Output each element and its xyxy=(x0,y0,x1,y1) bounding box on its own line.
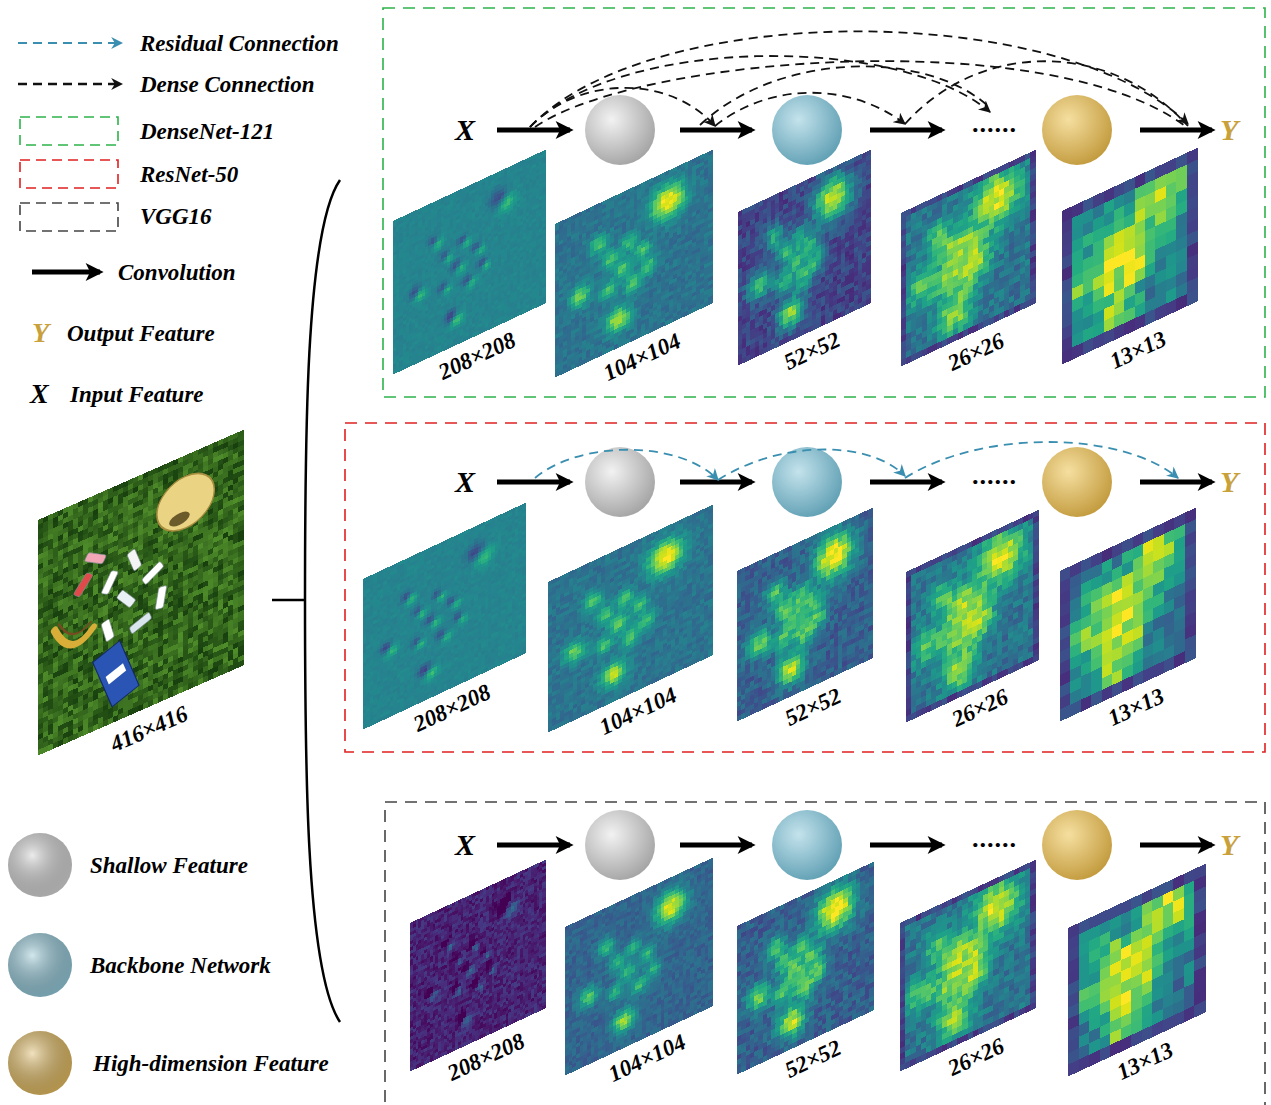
feature-map: 208×208 xyxy=(393,150,545,374)
vgg-panel xyxy=(385,802,1265,1105)
dense-sample xyxy=(18,83,122,86)
residual-connection xyxy=(718,449,905,480)
resnet-panel xyxy=(345,423,1265,752)
dense-connection xyxy=(700,66,990,125)
feature-heatmap xyxy=(393,150,546,375)
dense-connection xyxy=(715,93,905,126)
residual-connection xyxy=(905,442,1178,478)
densenet-sample xyxy=(20,117,118,145)
bracket xyxy=(305,180,340,1022)
densenet-row xyxy=(497,95,1212,165)
residual-connection xyxy=(535,450,718,480)
resnet-sample xyxy=(20,160,118,188)
dense-connections xyxy=(530,31,1188,127)
dense-connection xyxy=(535,61,1185,127)
resnet-row xyxy=(497,447,1212,517)
dense-connection xyxy=(530,31,1188,127)
vgg-sample xyxy=(20,203,118,231)
residual-sample xyxy=(18,42,122,44)
dense-connection xyxy=(530,56,990,127)
convolution-sample xyxy=(32,270,100,275)
dense-connection xyxy=(530,88,715,127)
dense-connection xyxy=(905,61,1188,126)
residual-connections xyxy=(535,442,1178,480)
bracket-stem xyxy=(272,599,305,602)
vgg-row xyxy=(497,810,1212,880)
densenet-panel xyxy=(383,8,1265,397)
feature-picture xyxy=(393,150,545,374)
